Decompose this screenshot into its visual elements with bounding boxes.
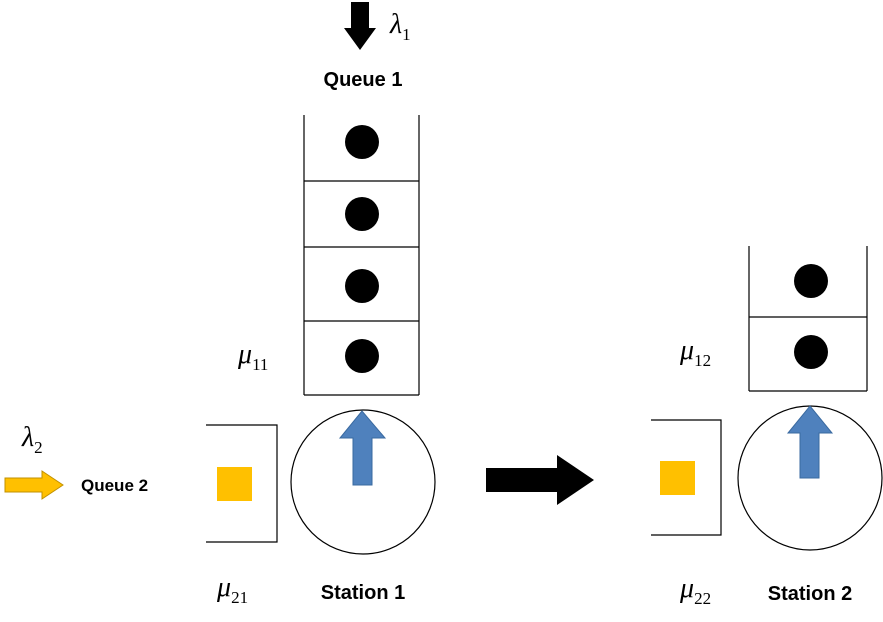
arrival-arrow-queue2 [4, 470, 64, 500]
mu22-symbol: μ22 [679, 573, 711, 608]
job-type1 [794, 264, 828, 298]
job-type1 [345, 197, 379, 231]
server-arrow-icon [338, 410, 387, 486]
queue1-label: Queue 1 [324, 69, 403, 91]
lambda1-symbol: λ1 [389, 9, 411, 44]
job-type1 [345, 269, 379, 303]
station2-server [737, 405, 883, 551]
queue2-buffer-station2 [651, 419, 722, 536]
queue1-jobs [345, 125, 379, 373]
job-type2 [217, 467, 252, 501]
queue2-label: Queue 2 [81, 476, 148, 495]
mu12-symbol: μ12 [679, 335, 711, 370]
station2-queue-jobs [794, 264, 828, 369]
job-type1 [345, 339, 379, 373]
station1-label: Station 1 [321, 582, 405, 604]
job-type1 [794, 335, 828, 369]
station2-label: Station 2 [768, 583, 852, 605]
station1-server [290, 409, 436, 555]
job-type2 [660, 461, 695, 495]
job-type1 [345, 125, 379, 159]
lambda2-symbol: λ2 [21, 422, 43, 457]
queue1-buffer-station2 [748, 246, 868, 392]
queue1-buffer [303, 115, 420, 396]
server-arrow-icon [786, 405, 834, 479]
mu11-symbol: μ11 [237, 339, 268, 374]
arrival-arrow-queue1 [344, 2, 376, 50]
queue2-buffer-station1 [206, 424, 278, 543]
flow-arrow [486, 455, 594, 505]
mu21-symbol: μ21 [216, 572, 248, 607]
